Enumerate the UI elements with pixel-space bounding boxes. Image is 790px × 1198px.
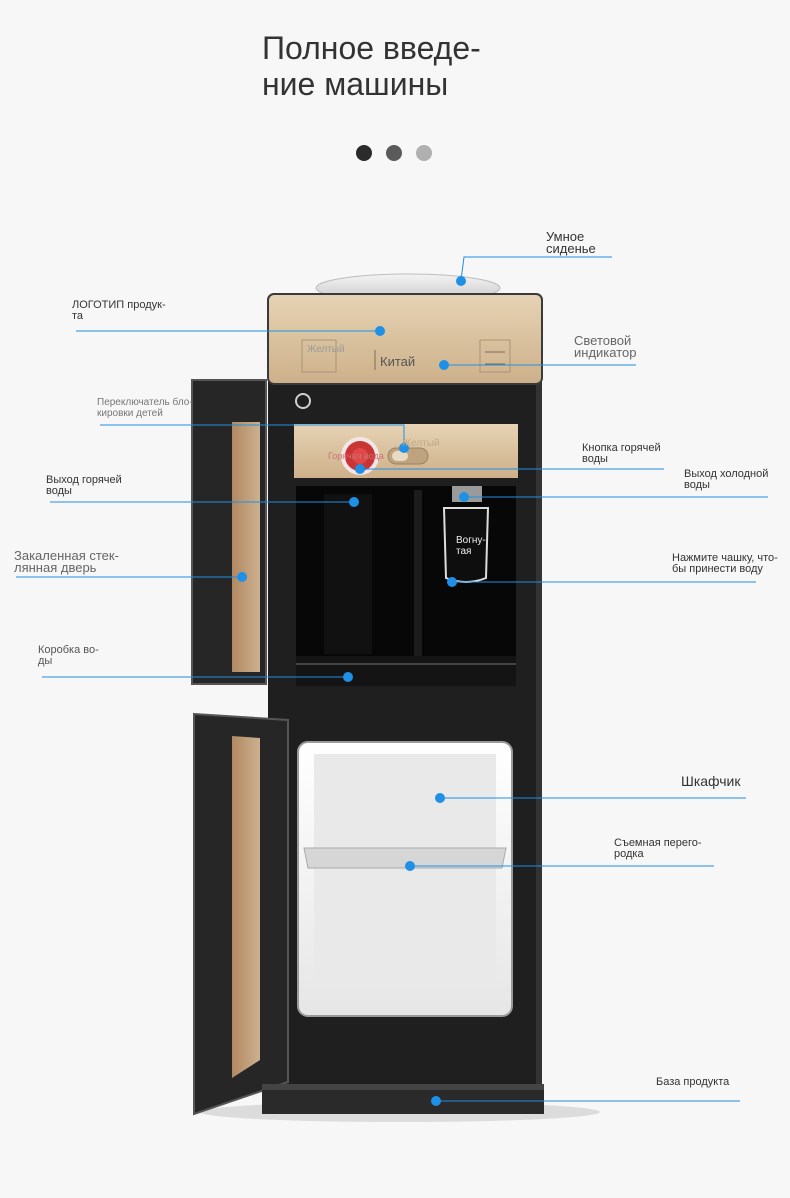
label-press-cup: Нажмите чашку, что- бы принести воду bbox=[672, 552, 778, 575]
hot-outlet bbox=[324, 494, 372, 654]
drip-tray bbox=[296, 656, 516, 686]
label-base: База продукта bbox=[656, 1076, 730, 1088]
cup-label: Вогну- тая bbox=[456, 535, 486, 557]
indicator-lights bbox=[479, 339, 511, 373]
label-partition: Съемная перего- родка bbox=[614, 837, 702, 860]
label-hot-button: Кнопка горячей воды bbox=[582, 442, 661, 465]
label-smart-seat: Умное сиденье bbox=[546, 229, 596, 256]
hot-water-tag: Горячая вода bbox=[328, 451, 384, 461]
body-edge bbox=[536, 380, 542, 1112]
glass-panel-upper bbox=[232, 422, 260, 672]
page-title: Полное введе- ние машины bbox=[262, 30, 481, 102]
pagination-dot[interactable] bbox=[416, 145, 432, 161]
callout-dots bbox=[237, 276, 469, 1106]
label-water-box: Коробка во- ды bbox=[38, 644, 99, 667]
child-panel-text: Желтый bbox=[402, 438, 440, 449]
label-indicator: Световой индикатор bbox=[574, 333, 637, 360]
lock-icon bbox=[295, 393, 311, 409]
label-cabinet: Шкафчик bbox=[681, 773, 741, 789]
panel-button-left[interactable] bbox=[301, 339, 337, 373]
pagination-dot[interactable] bbox=[356, 145, 372, 161]
glass-panel-lower bbox=[232, 736, 260, 1078]
label-logo: ЛОГОТИП продук- та bbox=[72, 299, 166, 322]
pagination-dot[interactable] bbox=[386, 145, 402, 161]
top-panel bbox=[267, 293, 543, 385]
removable-partition[interactable] bbox=[303, 847, 507, 869]
callout-lines bbox=[16, 256, 768, 1102]
label-glass-door: Закаленная стек- лянная дверь bbox=[14, 548, 119, 575]
panel-brand: Китай bbox=[380, 354, 416, 369]
panel-text-left: Желтый bbox=[307, 344, 345, 355]
label-child-lock: Переключатель бло- кировки детей bbox=[97, 397, 193, 419]
label-cold-outlet: Выход холодной воды bbox=[684, 468, 769, 491]
label-hot-outlet: Выход горячей воды bbox=[46, 474, 122, 497]
